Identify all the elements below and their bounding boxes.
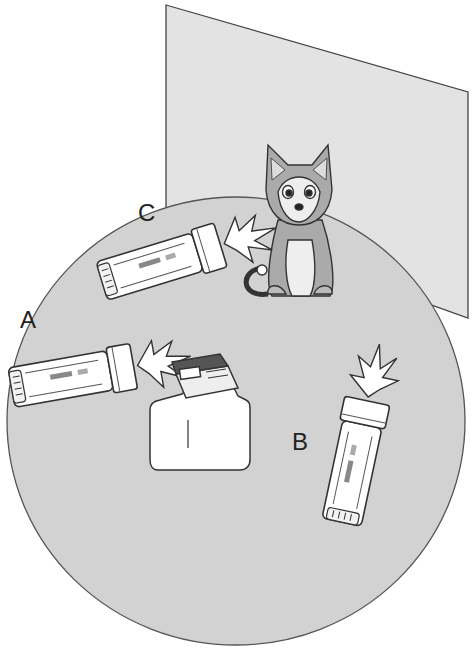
camera (150, 354, 250, 470)
flash-b (319, 339, 405, 527)
floor-circle (7, 197, 465, 645)
flash-label: B (292, 430, 308, 454)
flash-label: C (138, 201, 155, 225)
dog (246, 145, 333, 296)
flash-label: A (20, 308, 36, 332)
flash-c (95, 206, 283, 306)
